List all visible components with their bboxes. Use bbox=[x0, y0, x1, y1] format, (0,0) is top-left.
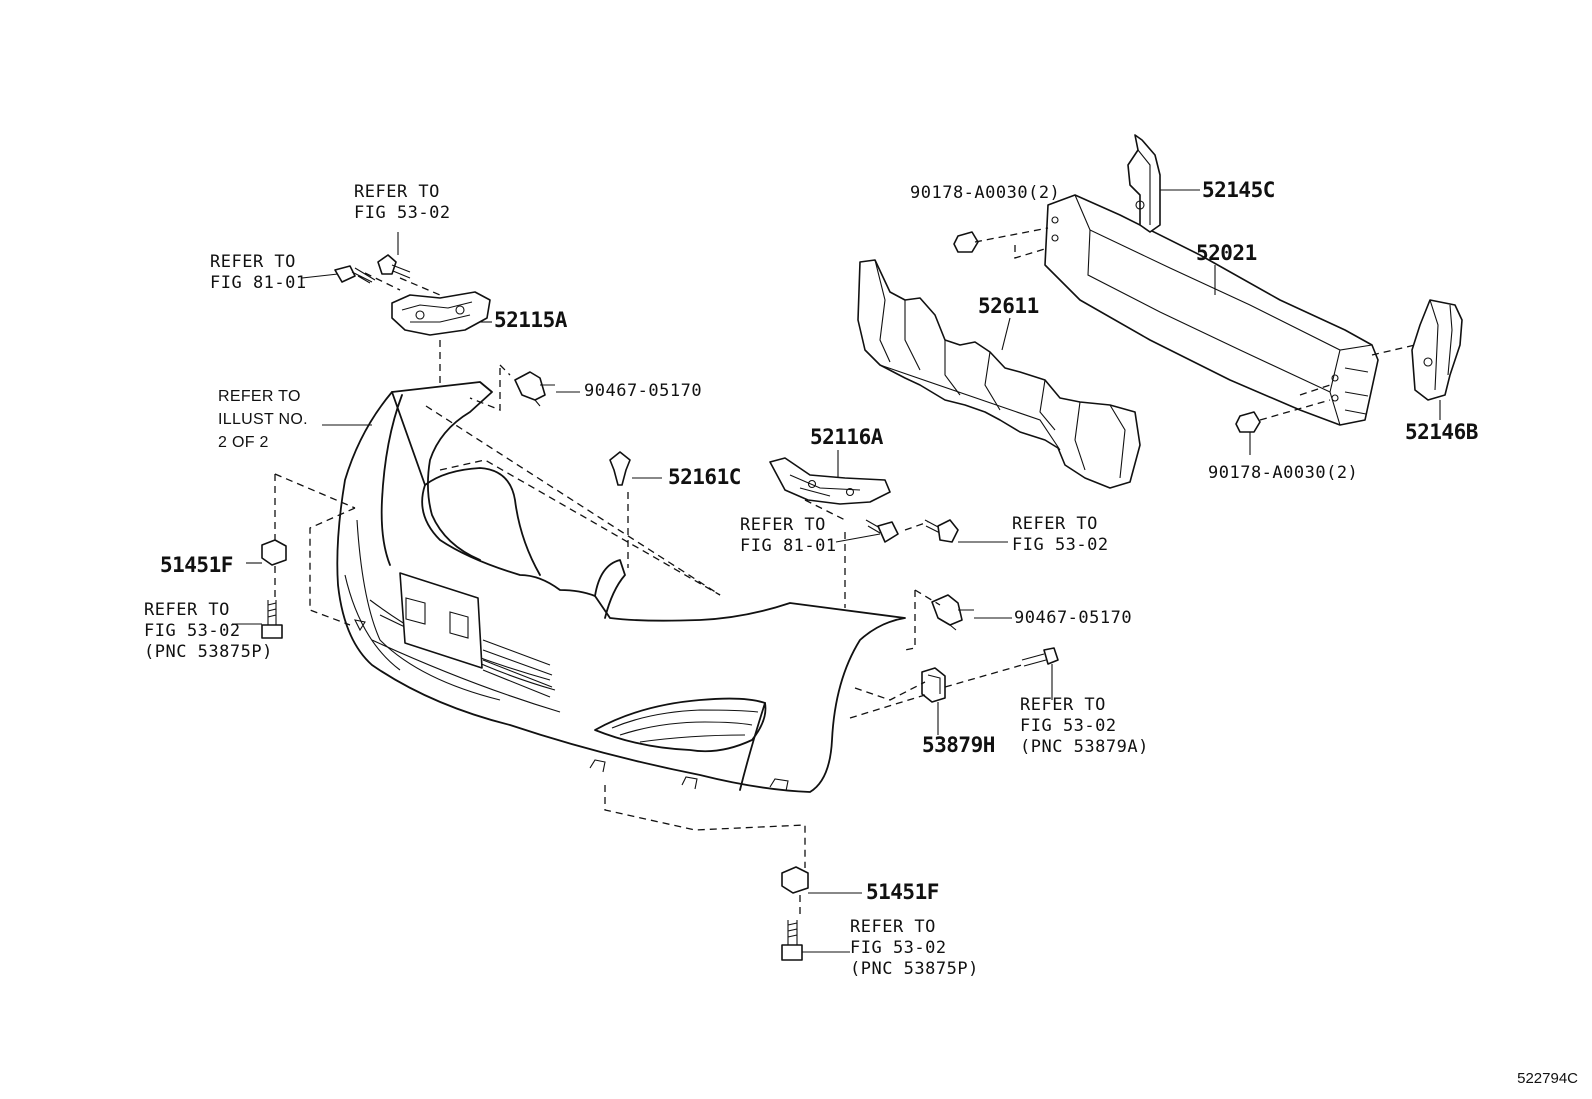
assembly-lines bbox=[274, 227, 1416, 918]
screw-53879A bbox=[1021, 647, 1059, 667]
part-number-52161C: 52161C bbox=[668, 465, 741, 489]
part-number-52116A: 52116A bbox=[810, 425, 883, 449]
refer-label-line: REFER TO bbox=[210, 252, 296, 272]
part-number-52145C: 52145C bbox=[1202, 178, 1275, 202]
part-number-90467-mid: 90467-05170 bbox=[1014, 608, 1133, 628]
retainer-53879H bbox=[921, 667, 946, 703]
refer-label-illust: REFER TO ILLUST NO. 2 OF 2 bbox=[218, 385, 308, 454]
screw-53875P-left bbox=[261, 600, 283, 639]
part-number-52146B: 52146B bbox=[1405, 420, 1478, 444]
clip-90467-top bbox=[514, 371, 555, 407]
bracket-52116A bbox=[769, 457, 891, 505]
screw-fig81-01-mid bbox=[865, 519, 899, 543]
refer-label-line: FIG 81-01 bbox=[210, 273, 307, 293]
refer-label-line: REFER TO bbox=[1012, 514, 1098, 534]
part-number-52115A: 52115A bbox=[494, 308, 567, 332]
bumper-cover-52119 bbox=[336, 381, 906, 793]
refer-label-line: FIG 53-02 bbox=[1012, 535, 1109, 555]
clip-fig53-02-mid bbox=[924, 519, 959, 543]
refer-label-line: (PNC 53875P) bbox=[850, 959, 979, 979]
part-number-52021: 52021 bbox=[1196, 241, 1257, 265]
refer-label-line: REFER TO bbox=[218, 388, 301, 405]
refer-label-line: FIG 81-01 bbox=[740, 536, 837, 556]
clip-fig53-02-top bbox=[377, 254, 411, 279]
leader-lines bbox=[232, 189, 1441, 953]
refer-label-line: (PNC 53875P) bbox=[144, 642, 273, 662]
bracket-52115A bbox=[391, 291, 491, 336]
refer-label-line: REFER TO bbox=[740, 515, 826, 535]
illustration-code: 522794C bbox=[1517, 1070, 1578, 1087]
part-number-90178-top: 90178-A0030(2) bbox=[910, 183, 1061, 203]
part-number-90178-bottom: 90178-A0030(2) bbox=[1208, 463, 1359, 483]
refer-label-line: FIG 53-02 bbox=[1020, 716, 1117, 736]
refer-label-line: FIG 53-02 bbox=[354, 203, 451, 223]
refer-label-line: 2 OF 2 bbox=[218, 434, 269, 451]
refer-label-line: REFER TO bbox=[144, 600, 230, 620]
refer-label-line: (PNC 53879A) bbox=[1020, 737, 1149, 757]
nut-51451F-left bbox=[261, 539, 287, 566]
screw-fig81-01-top bbox=[334, 265, 376, 284]
nut-90178-bottom bbox=[1235, 411, 1261, 433]
part-number-51451F-left: 51451F bbox=[160, 553, 233, 577]
refer-label-line: REFER TO bbox=[1020, 695, 1106, 715]
part-number-51451F-bottom: 51451F bbox=[866, 880, 939, 904]
energy-absorber-52611 bbox=[857, 259, 1141, 489]
bracket-52146B bbox=[1411, 299, 1463, 401]
clip-52161C bbox=[609, 451, 631, 486]
refer-label-line: ILLUST NO. bbox=[218, 411, 308, 428]
part-number-52611: 52611 bbox=[978, 294, 1039, 318]
part-number-53879H: 53879H bbox=[922, 733, 995, 757]
bumper-reinforcement-52021 bbox=[1044, 194, 1379, 426]
part-number-90467-top: 90467-05170 bbox=[584, 381, 703, 401]
refer-label-line: REFER TO bbox=[850, 917, 936, 937]
nut-51451F-bottom bbox=[781, 866, 809, 894]
nut-90178-top bbox=[953, 231, 979, 253]
refer-label-line: REFER TO bbox=[354, 182, 440, 202]
refer-label-line: FIG 53-02 bbox=[144, 621, 241, 641]
clip-90467-mid bbox=[931, 594, 974, 631]
refer-label-line: FIG 53-02 bbox=[850, 938, 947, 958]
bracket-52145C bbox=[1127, 134, 1161, 233]
screw-53875P-bottom bbox=[781, 920, 803, 961]
